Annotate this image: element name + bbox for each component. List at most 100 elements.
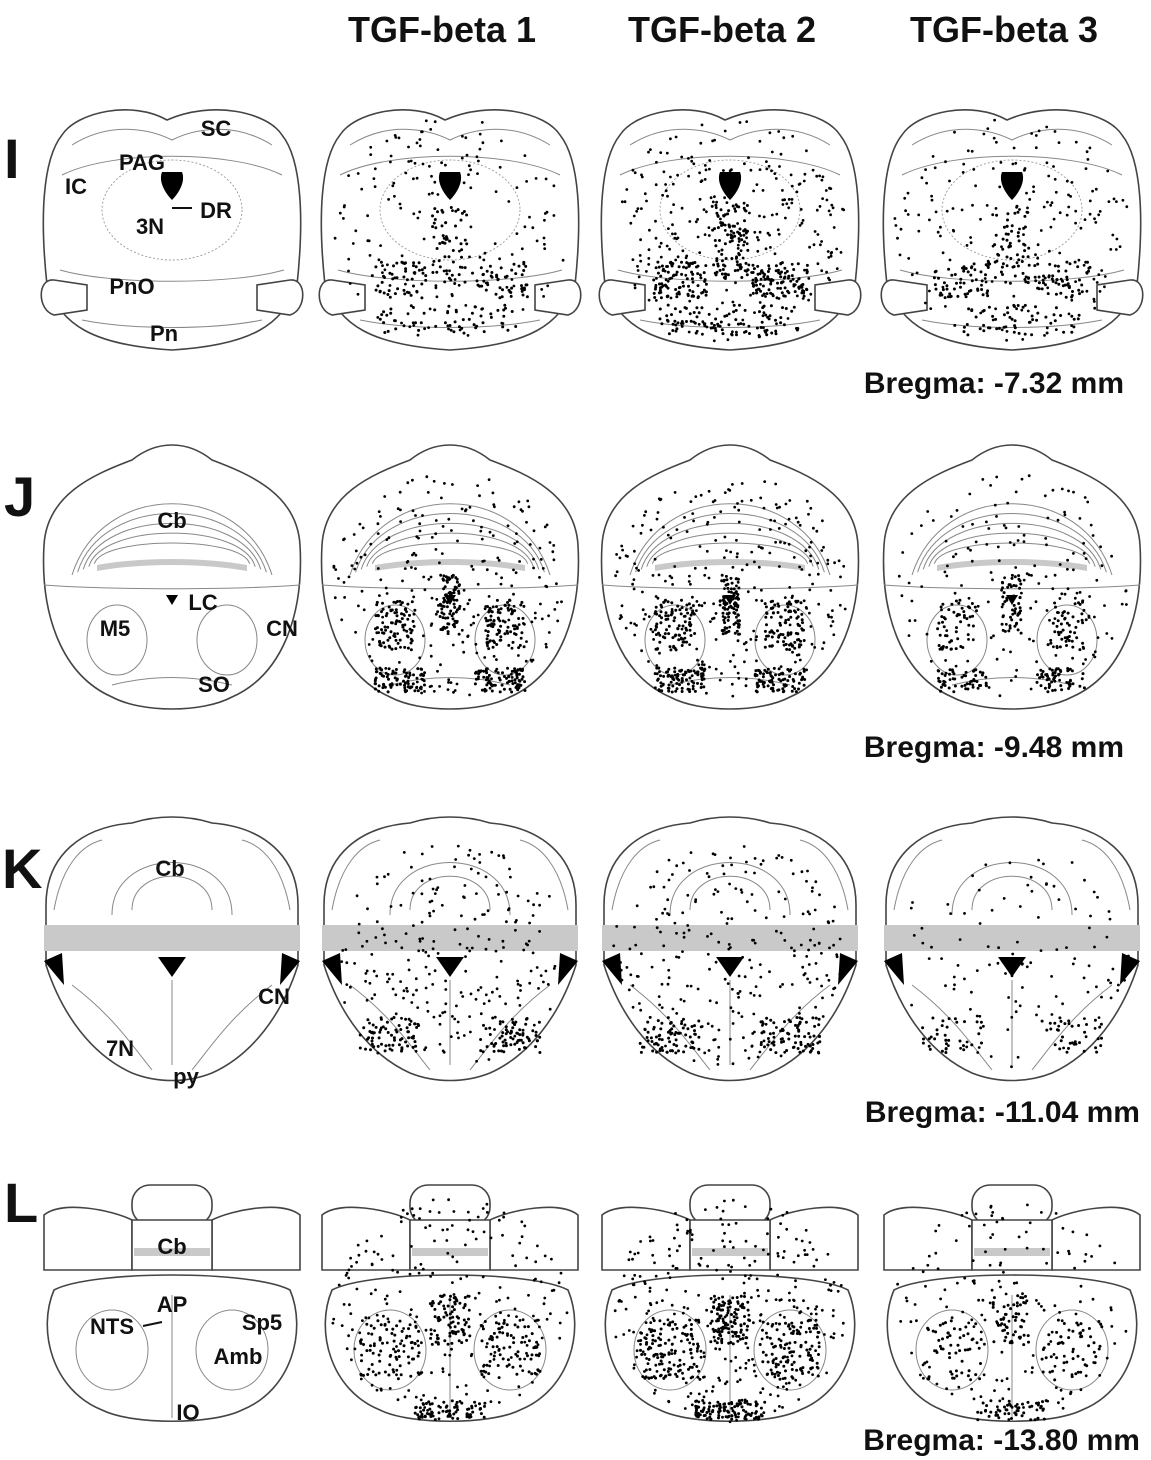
- section-row-j-tgf-beta-2-dot-160: [641, 524, 644, 527]
- section-row-j-tgf-beta-3-dot-366: [1082, 672, 1085, 675]
- section-row-j-tgf-beta-2-dot-185: [780, 665, 783, 668]
- section-row-j-tgf-beta-3-dot-212: [946, 634, 949, 637]
- section-row-i-tgf-beta-2-dot-558: [792, 278, 795, 281]
- section-row-i-tgf-beta-2-dot-599: [734, 318, 737, 321]
- section-row-j-tgf-beta-2-dot-549: [673, 667, 676, 670]
- section-row-j-tgf-beta-2-dot-170: [798, 653, 801, 656]
- section-row-j-tgf-beta-1-dot-510: [388, 667, 391, 670]
- section-row-i-tgf-beta-1-dot-24: [418, 211, 421, 214]
- section-row-j-tgf-beta-1-dot-110: [422, 634, 425, 637]
- section-row-j-tgf-beta-3-dot-91: [954, 592, 957, 595]
- section-row-i-tgf-beta-2-dot-112: [681, 207, 684, 210]
- section-row-k-tgf-beta-1-dot-82: [540, 974, 543, 977]
- section-row-i-tgf-beta-2-dot-569: [776, 296, 779, 299]
- section-row-i-tgf-beta-3-dot-1: [1040, 229, 1043, 232]
- section-row-k-tgf-beta-2-dot-194: [828, 979, 831, 982]
- section-row-j-tgf-beta-1-dot-681: [442, 578, 445, 581]
- section-row-l-tgf-beta-1-dot-191: [349, 1257, 352, 1260]
- section-row-l-tgf-beta-1-dot-468: [516, 1326, 519, 1329]
- section-row-j-tgf-beta-1-dot-160: [512, 569, 515, 572]
- section-row-j-tgf-beta-2-dot-278: [706, 550, 709, 553]
- section-row-j-tgf-beta-2-dot-161: [830, 616, 833, 619]
- section-row-i-tgf-beta-1-dot-199: [449, 279, 452, 282]
- section-row-j-tgf-beta-2-dot-22: [641, 591, 644, 594]
- section-row-j-tgf-beta-1-dot-77: [511, 647, 514, 650]
- section-row-j-tgf-beta-3-dot-313: [960, 685, 963, 688]
- section-row-j-tgf-beta-1-dot-8: [399, 520, 402, 523]
- section-row-i-tgf-beta-2-dot-687: [779, 316, 782, 319]
- section-row-i-tgf-beta-1-dot-50: [360, 188, 363, 191]
- section-row-l-tgf-beta-1-dot-168: [409, 1273, 412, 1276]
- section-row-i-tgf-beta-1-dot-368: [454, 320, 457, 323]
- section-row-j-tgf-beta-1-dot-10: [498, 559, 501, 562]
- section-row-k-tgf-beta-2-dot-313: [674, 1051, 677, 1054]
- section-row-j-tgf-beta-2-dot-368: [681, 644, 684, 647]
- section-row-i-tgf-beta-1-dot-327: [491, 276, 494, 279]
- section-row-i-tgf-beta-2-dot-129: [708, 159, 711, 162]
- section-row-k-tgf-beta-1-dot-251: [395, 1031, 398, 1034]
- section-row-k-tgf-beta-2-dot-349: [818, 1035, 821, 1038]
- section-row-i-tgf-beta-3-dot-37: [917, 214, 920, 217]
- section-row-j-tgf-beta-3-dot-393: [1001, 595, 1004, 598]
- section-row-k-tgf-beta-1-dot-66: [386, 981, 389, 984]
- section-row-j-tgf-beta-1-dot-158: [391, 672, 394, 675]
- section-row-i-tgf-beta-3-dot-57: [1016, 261, 1019, 264]
- section-row-i-tgf-beta-3-dot-47: [907, 257, 910, 260]
- section-row-k-tgf-beta-1-dot-293: [380, 1016, 383, 1019]
- section-row-j-tgf-beta-2-dot-419: [784, 609, 787, 612]
- section-row-i-tgf-beta-2-dot-385: [724, 213, 727, 216]
- section-row-j-tgf-beta-2-dot-135: [735, 585, 738, 588]
- section-row-i-tgf-beta-3-dot-39: [932, 155, 935, 158]
- section-row-i-tgf-beta-3-dot-139: [1066, 214, 1069, 217]
- section-row-j-tgf-beta-3-dot-314: [965, 671, 968, 674]
- section-row-k-tgf-beta-2-dot-397: [802, 1050, 805, 1053]
- section-row-k-tgf-beta-1-dot-99: [509, 876, 512, 879]
- section-row-k-tgf-beta-2-dot-215: [759, 994, 762, 997]
- section-row-i-tgf-beta-3-dot-381: [1014, 326, 1017, 329]
- section-row-j-tgf-beta-3-dot-53: [1061, 488, 1064, 491]
- section-row-i-tgf-beta-2-dot-161: [664, 183, 667, 186]
- section-row-j-tgf-beta-3-dot-110: [1015, 491, 1018, 494]
- section-row-j-tgf-beta-3-dot-418: [1003, 600, 1006, 603]
- section-row-k-tgf-beta-1-dot-346: [518, 1028, 521, 1031]
- section-row-j-tgf-beta-1-dot-184: [461, 641, 464, 644]
- section-row-j-tgf-beta-1-dot-80: [404, 567, 407, 570]
- section-row-k-tgf-beta-2-dot-372: [789, 1020, 792, 1023]
- section-row-i-tgf-beta-1-dot-39: [416, 177, 419, 180]
- section-row-j-tgf-beta-3-dot-147: [1094, 656, 1097, 659]
- section-row-i-tgf-beta-2-dot-60: [804, 173, 807, 176]
- section-row-l-tgf-beta-1-dot-128: [514, 1308, 517, 1311]
- section-row-j-tgf-beta-3-dot-371: [1040, 684, 1043, 687]
- section-row-i-tgf-beta-1-dot-174: [444, 221, 447, 224]
- section-row-l-tgf-beta-1-dot-88: [446, 1252, 449, 1255]
- section-row-j-tgf-beta-2-dot-302: [678, 608, 681, 611]
- section-row-j-tgf-beta-2-dot-137: [746, 563, 749, 566]
- section-row-i-tgf-beta-2-dot-494: [664, 284, 667, 287]
- section-row-l-tgf-beta-1-dot-6: [511, 1254, 514, 1257]
- section-row-l-tgf-beta-1-dot-176: [457, 1330, 460, 1333]
- section-row-j-tgf-beta-3-dot-386: [1036, 673, 1039, 676]
- section-row-j-tgf-beta-1-dot-462: [394, 672, 397, 675]
- section-row-i-tgf-beta-1-dot-111: [417, 334, 420, 337]
- section-row-k-tgf-beta-2-dot-337: [804, 1045, 807, 1048]
- section-row-i-tgf-beta-3-dot-27: [1045, 126, 1048, 129]
- section-row-k-tgf-beta-2-dot-302: [670, 1027, 673, 1030]
- section-row-j-tgf-beta-3-dot-211: [944, 617, 947, 620]
- section-row-l-tgf-beta-1-dot-223: [499, 1311, 502, 1314]
- section-row-k-tgf-beta-3-dot-109: [1045, 883, 1048, 886]
- section-row-j-tgf-beta-2-dot-94: [704, 567, 707, 570]
- section-row-k-tgf-beta-2-dot-314: [658, 1038, 661, 1041]
- section-row-i-tgf-beta-2-dot-143: [712, 201, 715, 204]
- section-row-l-tgf-beta-1-dot-156: [360, 1378, 363, 1381]
- section-row-j-tgf-beta-3-dot-269: [1061, 614, 1064, 617]
- section-row-j-tgf-beta-1-dot-566: [480, 669, 483, 672]
- section-row-j-tgf-beta-1-dot-668: [448, 599, 451, 602]
- section-row-k-tgf-beta-3-dot-44: [921, 927, 924, 930]
- section-row-l-tgf-beta-1-dot-338: [365, 1349, 368, 1352]
- section-row-i-tgf-beta-3-dot-165: [952, 207, 955, 210]
- section-row-i-tgf-beta-2-dot-463: [666, 265, 669, 268]
- section-row-k-tgf-beta-2-dot-163: [707, 953, 710, 956]
- section-row-k-tgf-beta-2-dot-119: [811, 886, 814, 889]
- section-row-j-tgf-beta-1-dot-87: [556, 620, 559, 623]
- section-row-i-tgf-beta-1-dot-173: [459, 266, 462, 269]
